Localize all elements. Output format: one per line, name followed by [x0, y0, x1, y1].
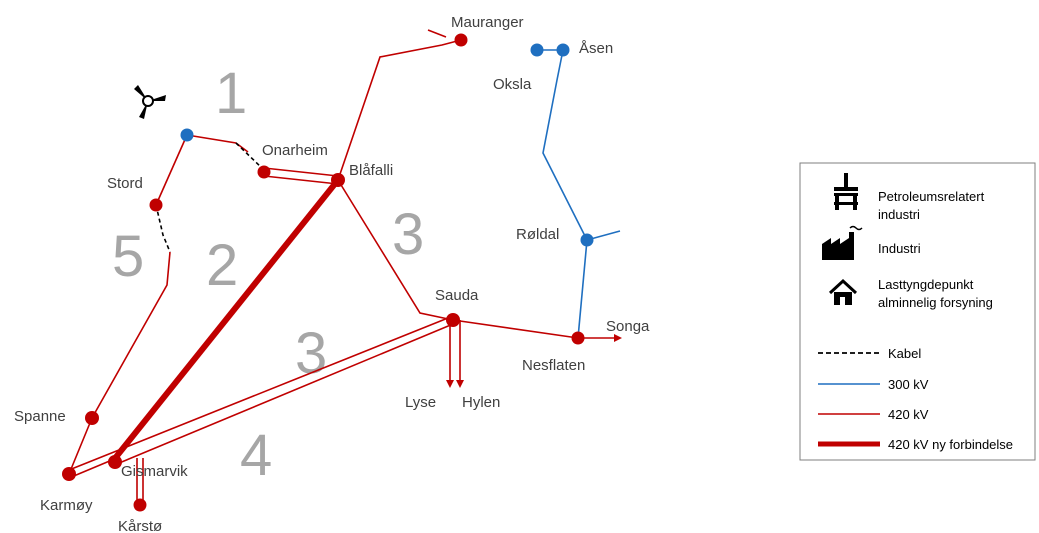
line-onarheim-blafalli-b: [263, 175, 339, 185]
label-gismarvik: Gismarvik: [121, 463, 188, 480]
line-asen-roldal: [542, 49, 588, 241]
label-nesflaten: Nesflaten: [522, 357, 585, 374]
oil-rig-icon: [834, 173, 858, 210]
line-roldal-nesflaten: [577, 239, 588, 339]
legend-420kv: 420 kV: [888, 407, 929, 422]
label-spanne: Spanne: [14, 408, 66, 425]
lines-420kv: [68, 29, 622, 505]
label-karmoy: Karmøy: [40, 497, 93, 514]
node-onarheim: [257, 165, 271, 179]
line-wind-stord: [155, 134, 188, 206]
area-number-2: 2: [206, 233, 238, 298]
line-blafalli-sauda: [337, 179, 454, 321]
label-lyse: Lyse: [405, 394, 436, 411]
legend-load-line2: alminnelig forsyning: [878, 295, 993, 310]
line-gismarvik-sauda-b: [111, 323, 454, 467]
label-onarheim: Onarheim: [262, 142, 328, 159]
node-nesflaten: [571, 331, 585, 345]
legend-petroleum-line1: Petroleumsrelatert: [878, 189, 985, 204]
lines-300kv: [537, 49, 621, 339]
line-new-blafalli-gismarvik: [109, 178, 341, 464]
node-blafalli: [331, 173, 345, 187]
legend-industry: Industri: [878, 241, 921, 256]
node-mauranger: [454, 33, 468, 47]
label-mauranger: Mauranger: [451, 14, 524, 31]
area-number-1: 1: [215, 61, 247, 126]
label-asen: Åsen: [579, 40, 613, 57]
line-spanne-karmoy: [68, 417, 93, 475]
line-onarheim-blafalli-a: [263, 167, 339, 177]
label-karsto: Kårstø: [118, 518, 162, 533]
area-number-3-south: 3: [295, 321, 327, 386]
legend-petroleum-line2: industri: [878, 207, 920, 222]
factory-icon: [822, 225, 863, 260]
node-sauda: [446, 313, 460, 327]
line-sauda-nesflaten: [452, 319, 579, 339]
cables: [155, 142, 265, 253]
legend-cable: Kabel: [888, 346, 921, 361]
node-asen: [556, 43, 570, 57]
node-wind: [180, 128, 194, 142]
legend-load-line1: Lasttyngdepunkt: [878, 277, 974, 292]
label-hylen: Hylen: [462, 394, 500, 411]
label-roldal: Røldal: [516, 226, 559, 243]
line-stord-spanne: [91, 251, 171, 419]
line-wind-onarheim: [186, 134, 249, 153]
area-number-4: 4: [240, 423, 272, 488]
node-gismarvik: [108, 455, 122, 469]
line-karmoy-gismarvik: [68, 459, 113, 479]
label-sauda: Sauda: [435, 287, 479, 304]
node-oksla: [530, 43, 544, 57]
nodes: [62, 33, 594, 512]
house-icon: [828, 278, 858, 305]
wind-turbine-icon: [134, 85, 166, 119]
area-number-3-north: 3: [392, 202, 424, 267]
label-oksla: Oksla: [493, 76, 532, 93]
line-karmoy-sauda-a: [68, 315, 454, 471]
node-stord: [149, 198, 163, 212]
legend-420kv-new: 420 kV ny forbindelse: [888, 437, 1013, 452]
node-karmoy: [62, 467, 76, 481]
node-karsto: [133, 498, 147, 512]
legend-box: [799, 162, 1036, 461]
label-stord: Stord: [107, 175, 143, 192]
cable-stord: [155, 204, 171, 253]
legend: Petroleumsrelatert industri Industri Las…: [799, 162, 1036, 461]
area-number-5: 5: [112, 224, 144, 289]
label-blafalli: Blåfalli: [349, 162, 393, 179]
legend-300kv: 300 kV: [888, 377, 929, 392]
node-roldal: [580, 233, 594, 247]
node-spanne: [85, 411, 99, 425]
line-mauranger-stub: [427, 29, 447, 38]
label-songa: Songa: [606, 318, 650, 335]
line-blafalli-mauranger: [337, 39, 462, 181]
